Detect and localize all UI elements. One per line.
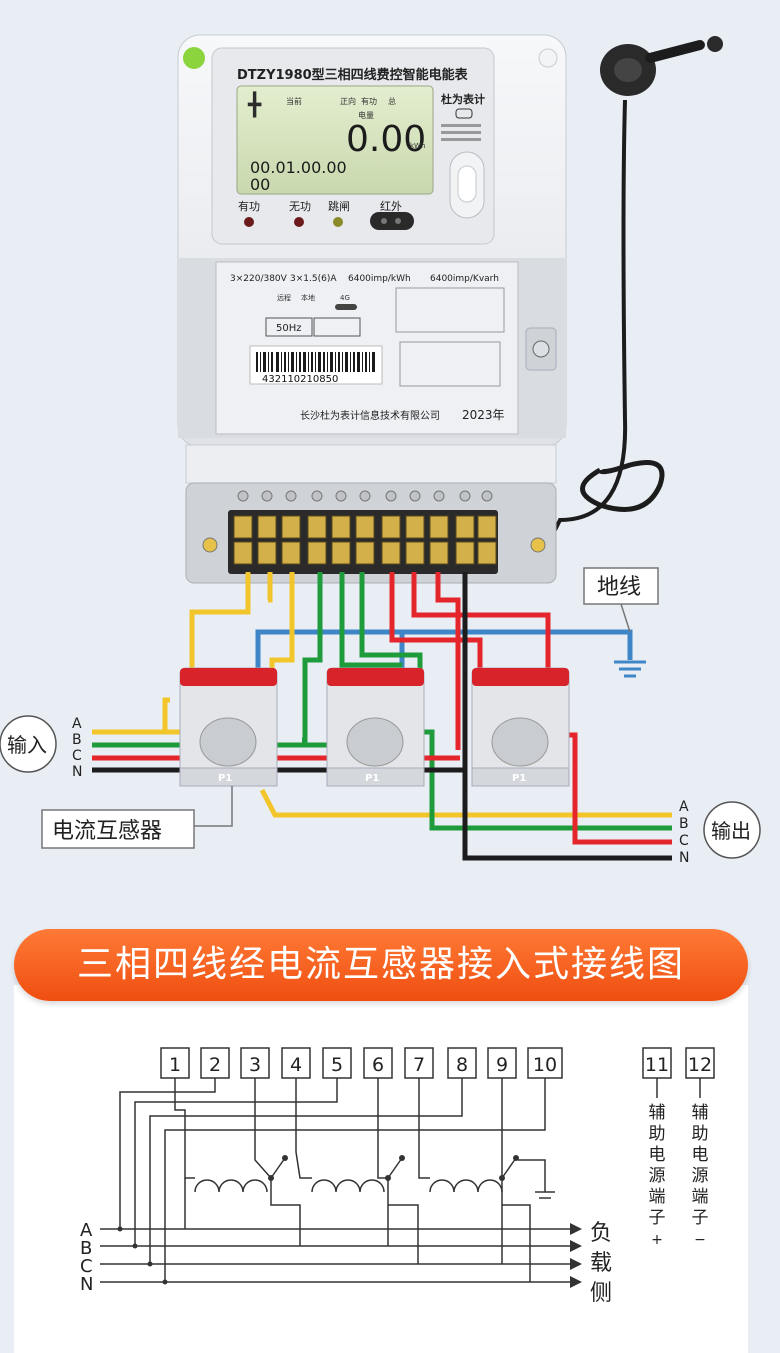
lcd-reading: 0.00 [346,119,426,160]
input-label: 输入 [7,733,47,757]
terminal-5: 5 [331,1054,343,1076]
comm-label-remote: 远程 [277,293,291,302]
lcd-label-forward: 正向 [340,96,356,106]
ct-marking-c: P1 [512,773,526,784]
output-label: 输出 [711,819,751,843]
status-led [183,47,205,69]
load-side-label-3: 侧 [590,1281,612,1306]
ct-label-box: 电流互感器 [41,786,233,849]
comm-label-local: 本地 [301,293,315,302]
output-phase-n: N [679,850,689,866]
terminal-11: 11 [645,1054,669,1076]
lcd-sub: 00 [250,175,270,194]
svg-text:子: 子 [649,1208,666,1228]
schematic-panel [14,985,748,1353]
ground-symbol [614,660,646,678]
indicator-led-reactive [294,217,304,227]
ct-marking-a: P1 [218,773,232,784]
svg-text:子: 子 [692,1208,709,1228]
terminal-12: 12 [688,1054,712,1076]
aux-polarity-plus: + [651,1232,663,1248]
frequency-label: 50Hz [276,323,302,334]
indicator-label-active: 有功 [238,199,260,213]
input-phase-n: N [72,764,82,780]
schematic-phase-b: B [80,1238,92,1259]
svg-text:端: 端 [692,1187,709,1207]
ground-label: 地线 [597,575,641,600]
lcd-display [236,85,434,195]
terminal-9: 9 [496,1054,508,1076]
schematic-phase-a: A [80,1220,93,1241]
terminal-1: 1 [169,1054,181,1076]
load-side-label-2: 载 [590,1251,612,1276]
meter-model-title: DTZY1980型三相四线费控智能电能表 [237,67,469,83]
ct-label: 电流互感器 [52,819,162,844]
input-phase-labels: A B C N [72,716,82,780]
spec-constant-reactive: 6400imp/Kvarh [430,274,499,284]
serial-number: 432110210850 [262,374,338,385]
load-side-label-1: 负 [590,1221,612,1246]
lcd-unit: kWh [410,142,425,150]
lcd-label-total: 总 [388,96,396,106]
current-transformer-c: P1 [471,667,570,787]
input-phase-a: A [72,716,82,732]
svg-text:电: 电 [649,1145,666,1165]
svg-text:助: 助 [649,1124,666,1144]
diagram-title-banner: 三相四线经电流互感器接入式接线图 [14,929,748,1001]
terminal-3: 3 [249,1054,261,1076]
ground-label-box: 地线 [583,567,659,633]
energy-meter: DTZY1980型三相四线费控智能电能表 ╋ 当前 正向 有功 总 电量 0.0… [177,34,567,584]
indicator-label-trip: 跳闸 [328,199,350,213]
manufacturer-name: 长沙杜为表计信息技术有限公司 [300,409,440,422]
svg-text:辅: 辅 [692,1103,709,1123]
input-badge: 输入 [0,715,57,773]
spec-voltage: 3×220/380V [230,274,288,284]
spec-constant-active: 6400imp/kWh [348,274,411,284]
svg-text:源: 源 [649,1166,666,1186]
output-badge: 输出 [703,801,761,859]
lcd-date: 00.01.00.00 [250,158,347,177]
wire-phase-c [92,572,672,845]
current-transformer-a: P1 [179,667,278,787]
ct-marking-b: P1 [365,773,379,784]
indicator-led-trip [333,217,343,227]
output-phase-a: A [679,799,689,815]
brand-name: 杜为表计 [441,92,485,106]
diagram-title: 三相四线经电流互感器接入式接线图 [76,944,685,985]
output-phase-c: C [679,833,689,849]
infrared-port [370,212,414,230]
svg-text:辅: 辅 [649,1103,666,1123]
indicator-label-reactive: 无功 [289,200,311,213]
schematic-diagram: 1 2 3 4 5 6 7 8 9 10 11 12 [80,1047,715,1306]
terminal-8: 8 [456,1054,468,1076]
terminal-10: 10 [533,1054,557,1076]
spec-current: 3×1.5(6)A [290,274,337,284]
input-phase-b: B [72,732,82,748]
terminal-7: 7 [413,1054,425,1076]
indicator-led-active [244,217,254,227]
output-phase-b: B [679,816,689,832]
input-phase-c: C [72,748,82,764]
schematic-phase-n: N [80,1274,93,1295]
terminal-4: 4 [290,1054,302,1076]
terminal-6: 6 [372,1054,384,1076]
lcd-label-current: 当前 [286,96,302,106]
svg-text:电: 电 [692,1145,709,1165]
svg-text:源: 源 [692,1166,709,1186]
lcd-label-energy: 电量 [358,110,374,120]
aux-polarity-minus: − [694,1232,706,1248]
comm-label-4g: 4G [340,294,350,302]
antenna [553,36,723,531]
svg-text:端: 端 [649,1187,666,1207]
output-phase-labels: A B C N [679,799,689,866]
svg-text:助: 助 [692,1124,709,1144]
manufacture-year: 2023年 [462,408,505,422]
lcd-phase-icon: ╋ [247,91,262,118]
schematic-phase-c: C [80,1256,93,1277]
current-transformer-b: P1 [326,667,425,787]
indicator-label-infrared: 红外 [380,200,402,213]
terminal-2: 2 [209,1054,221,1076]
lcd-label-active: 有功 [361,96,377,106]
